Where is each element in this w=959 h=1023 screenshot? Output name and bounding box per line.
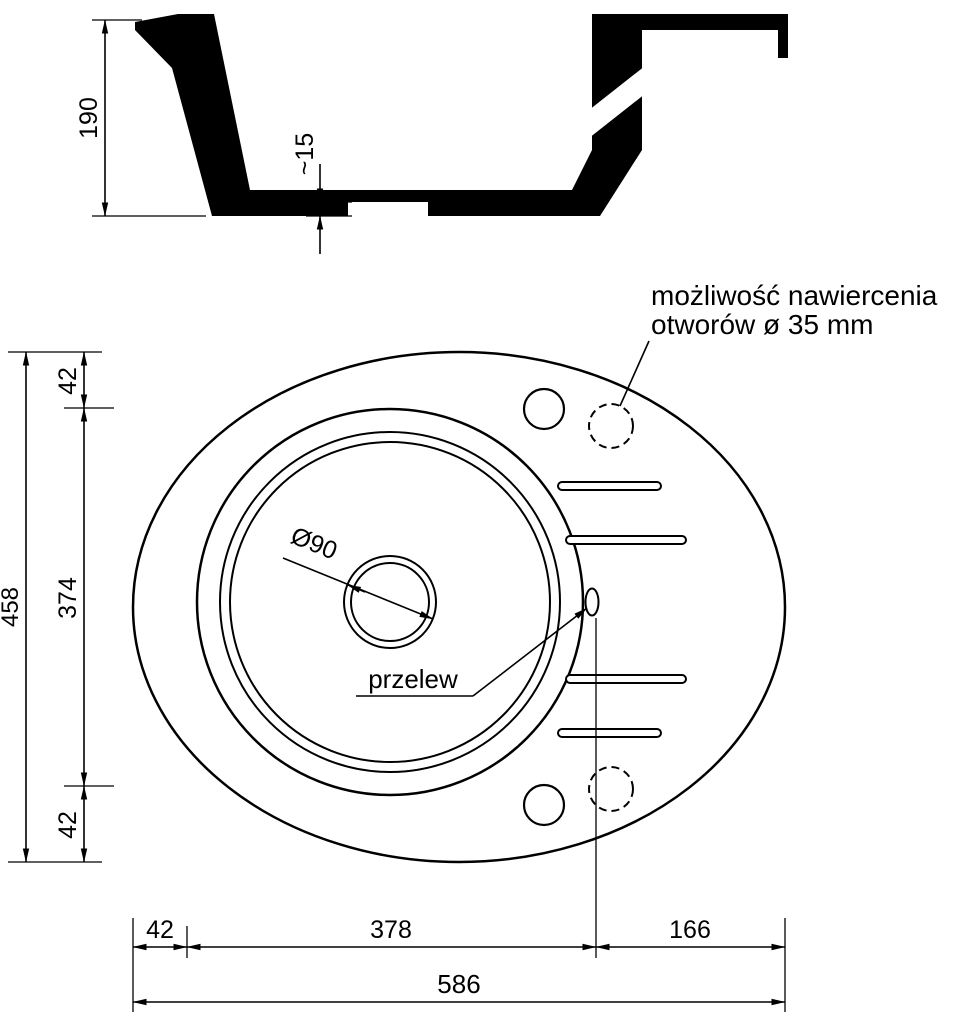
- overflow-label: przelew: [368, 664, 458, 694]
- dim-label-hole-span: 374: [54, 577, 82, 619]
- drain-inner-circle: [350, 562, 430, 642]
- drain-outer-circle: [343, 555, 437, 649]
- vertical-dimensions: 458 42 374 42: [0, 351, 114, 863]
- optional-hole-top-dashed: [588, 403, 634, 449]
- groove-slot: [565, 535, 687, 545]
- dim-label-total-depth: 458: [0, 587, 24, 627]
- dimension-drain-diameter: Ø90: [282, 522, 434, 620]
- optional-hole-bottom-dashed: [588, 766, 634, 812]
- overflow-hole: [584, 587, 600, 617]
- basin-inner-circle: [229, 441, 551, 763]
- note-leader-line: [619, 340, 650, 407]
- plan-view: Ø90 przelew możliwość nawiercenia otworó…: [131, 280, 938, 864]
- overflow-callout: przelew: [356, 607, 588, 697]
- dim-label-top-offset: 42: [54, 367, 82, 395]
- sink-cross-section-profile: [135, 14, 788, 216]
- section-view: 190 ~15: [75, 14, 788, 254]
- dimension-bottom-thickness: ~15: [291, 133, 352, 254]
- faucet-hole-bottom: [522, 783, 566, 827]
- dim-label-bottom-thickness: ~15: [291, 133, 319, 175]
- dim-label-drain-diameter: Ø90: [287, 522, 341, 566]
- dim-label-left-margin: 42: [146, 916, 174, 944]
- dim-label-bowl-width: 378: [370, 916, 412, 944]
- groove-slot: [565, 674, 687, 684]
- drainer-grooves: [557, 481, 687, 738]
- groove-slot: [557, 481, 662, 491]
- groove-slot: [557, 728, 662, 738]
- dim-label-height: 190: [75, 97, 103, 139]
- note-line1: możliwość nawiercenia: [651, 280, 938, 311]
- dim-label-drainer-width: 166: [669, 916, 711, 944]
- dim-label-bottom-offset: 42: [54, 811, 82, 839]
- basin-outer-circle: [195, 407, 585, 797]
- drilling-note: możliwość nawiercenia otworów ø 35 mm: [619, 280, 938, 407]
- faucet-hole-top: [522, 387, 566, 431]
- basin-middle-circle: [219, 431, 561, 773]
- dim-label-total-width: 586: [437, 969, 480, 999]
- material-break-mark: [584, 62, 650, 142]
- horizontal-dimensions: 42 378 166 586: [132, 618, 786, 1012]
- note-line2: otworów ø 35 mm: [651, 309, 874, 340]
- sink-outline: [131, 350, 787, 864]
- dimension-height-190: 190: [75, 19, 206, 217]
